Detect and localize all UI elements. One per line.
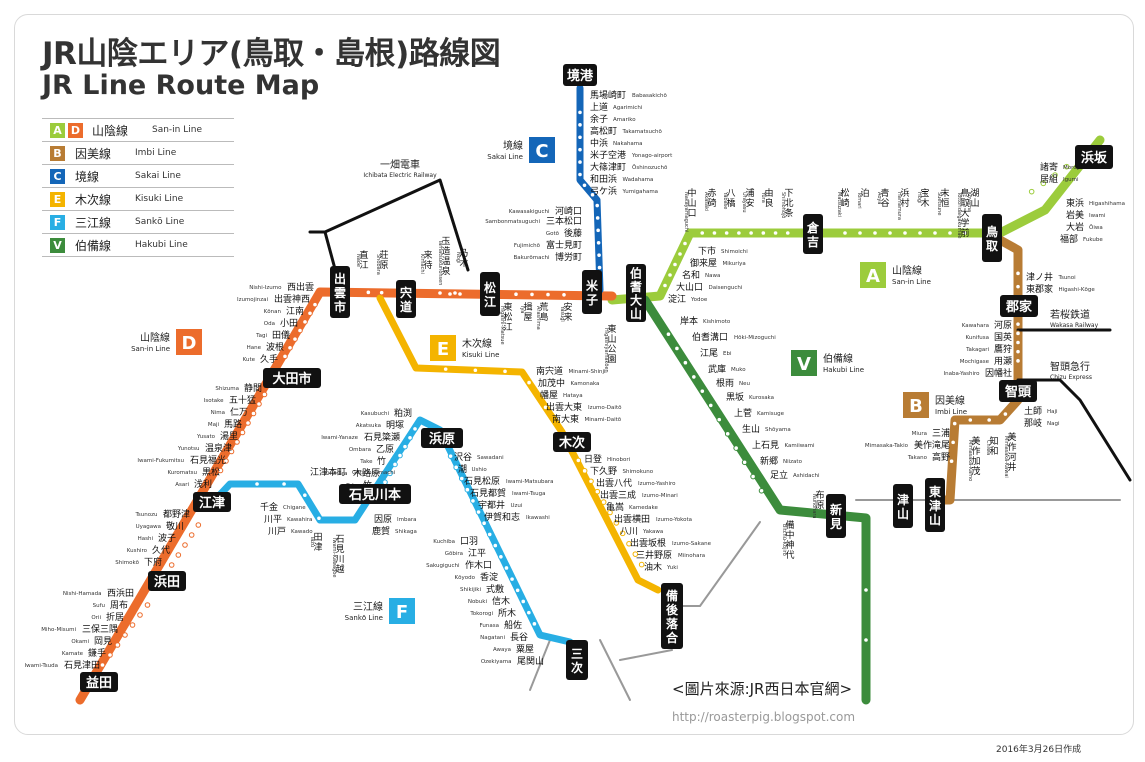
legend-badge-v: V <box>50 237 65 253</box>
legend-label-en: Hakubi Line <box>135 240 188 250</box>
legend: A D 山陰線 San-in Line B 因美線 Imbi Line C 境線… <box>42 118 234 257</box>
legend-row-sanko: F 三江線 Sankō Line <box>42 211 234 234</box>
creation-date: 2016年3月26日作成 <box>996 745 1082 755</box>
legend-badge-c: C <box>50 168 65 184</box>
legend-label-en: Imbi Line <box>135 148 177 158</box>
map-subtitle: JR Line Route Map <box>42 70 320 101</box>
legend-badge-a: A <box>50 122 65 138</box>
legend-badge-d: D <box>68 122 83 138</box>
map-title: JR山陰エリア(鳥取・島根)路線図 <box>42 36 501 72</box>
legend-label-jp: 木次線 <box>75 192 112 207</box>
legend-label-jp: 因美線 <box>75 146 112 161</box>
blog-url: http://roasterpig.blogspot.com <box>672 710 856 724</box>
legend-label-en: Sankō Line <box>135 217 185 227</box>
legend-label-jp: 三江線 <box>75 215 112 230</box>
legend-row-imbi: B 因美線 Imbi Line <box>42 142 234 165</box>
legend-badge-f: F <box>50 214 65 230</box>
legend-label-jp: 境線 <box>75 169 100 184</box>
legend-label-jp: 伯備線 <box>75 238 112 253</box>
legend-label-en: Sakai Line <box>135 171 181 181</box>
legend-label-en: San-in Line <box>152 125 203 135</box>
map-frame <box>14 14 1134 735</box>
legend-label-jp: 山陰線 <box>92 123 129 138</box>
legend-badge-b: B <box>50 145 65 161</box>
legend-row-sanin: A D 山陰線 San-in Line <box>42 118 234 142</box>
legend-badge-e: E <box>50 191 65 207</box>
legend-row-hakubi: V 伯備線 Hakubi Line <box>42 234 234 257</box>
legend-row-kisuki: E 木次線 Kisuki Line <box>42 188 234 211</box>
legend-label-en: Kisuki Line <box>135 194 184 204</box>
legend-row-sakai: C 境線 Sakai Line <box>42 165 234 188</box>
image-credit: <圖片來源:JR西日本官網> <box>672 680 853 698</box>
